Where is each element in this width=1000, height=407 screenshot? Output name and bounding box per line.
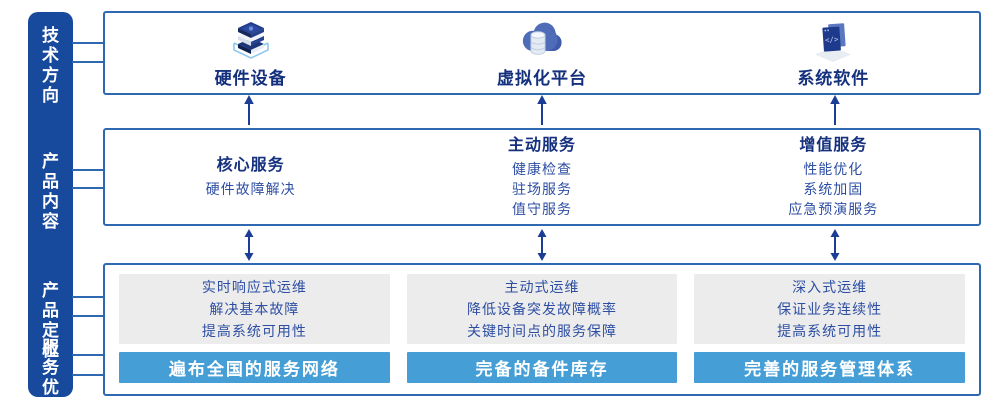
connector-line xyxy=(72,374,104,376)
tech-item-virtualization: 虚拟化平台 xyxy=(396,13,687,93)
arrow-double-vertical-icon xyxy=(688,229,981,261)
tech-direction-box: 硬件设备 虚拟化平台 </> xyxy=(103,11,981,95)
sidebar-label-service-advantage: 服务 优势 xyxy=(42,338,64,407)
tech-item-label: 系统软件 xyxy=(797,69,870,88)
service-item: 性能优化 xyxy=(803,160,864,177)
connector-line xyxy=(72,354,104,356)
arrow-double-vertical-icon xyxy=(103,229,396,261)
service-item: 硬件故障解决 xyxy=(205,180,296,197)
tech-item-hardware: 硬件设备 xyxy=(105,13,396,93)
positioning-panel: 深入式运维 保证业务连续性 提高系统可用性 xyxy=(694,274,966,344)
connector-line xyxy=(72,61,104,63)
tech-item-software: </> 系统软件 xyxy=(688,13,979,93)
server-stack-icon xyxy=(232,22,269,59)
service-title: 核心服务 xyxy=(216,156,285,174)
sidebar-label-product-position: 产品 定位 xyxy=(42,281,64,360)
positioning-column-deep: 深入式运维 保证业务连续性 提高系统可用性 完善的服务管理体系 xyxy=(694,274,966,383)
connector-line xyxy=(72,169,104,171)
arrow-up-icon xyxy=(396,95,689,126)
service-item: 驻场服务 xyxy=(511,180,572,197)
product-content-box: 核心服务 硬件故障解决 主动服务 健康检查 驻场服务 值守服务 增值服务 性能优… xyxy=(103,128,981,226)
tech-item-label: 虚拟化平台 xyxy=(496,69,587,88)
svg-text:</>: </> xyxy=(825,35,840,45)
cloud-database-icon xyxy=(522,22,562,55)
connector-line xyxy=(72,187,104,189)
sidebar-label-product-content: 产品 内容 xyxy=(42,152,64,231)
positioning-column-proactive: 主动式运维 降低设备突发故障概率 关键时间点的服务保障 完备的备件库存 xyxy=(406,274,678,383)
service-column-value-added: 增值服务 性能优化 系统加固 应急预演服务 xyxy=(688,130,979,224)
service-item: 值守服务 xyxy=(511,200,572,217)
positioning-advantage-box: 实时响应式运维 解决基本故障 提高系统可用性 遍布全国的服务网络 主动式运维 降… xyxy=(103,263,981,396)
service-item: 系统加固 xyxy=(803,180,864,197)
positioning-panel: 实时响应式运维 解决基本故障 提高系统可用性 xyxy=(119,274,390,344)
service-item: 健康检查 xyxy=(511,160,572,177)
code-window-icon: </> xyxy=(815,23,852,62)
service-title: 主动服务 xyxy=(507,136,576,154)
tech-item-label: 硬件设备 xyxy=(214,69,287,88)
positioning-column-realtime: 实时响应式运维 解决基本故障 提高系统可用性 遍布全国的服务网络 xyxy=(119,274,390,383)
arrow-up-icon xyxy=(103,95,396,126)
connector-line xyxy=(72,315,104,317)
service-column-proactive: 主动服务 健康检查 驻场服务 值守服务 xyxy=(396,130,687,224)
service-item: 应急预演服务 xyxy=(788,200,879,217)
service-column-core: 核心服务 硬件故障解决 xyxy=(105,130,396,224)
category-sidebar: 技术 方向 产品 内容 产品 定位 服务 优势 xyxy=(28,12,73,407)
sidebar-label-tech-direction: 技术 方向 xyxy=(42,26,64,105)
arrow-row-top xyxy=(103,95,981,126)
arrow-up-icon xyxy=(688,95,981,126)
arrow-row-bottom xyxy=(103,229,981,261)
advantage-bar: 完备的备件库存 xyxy=(406,352,678,383)
service-title: 增值服务 xyxy=(799,136,868,154)
connector-line xyxy=(72,296,104,298)
advantage-bar: 遍布全国的服务网络 xyxy=(119,352,390,383)
connector-line xyxy=(72,42,104,44)
positioning-panel: 主动式运维 降低设备突发故障概率 关键时间点的服务保障 xyxy=(406,274,678,344)
arrow-double-vertical-icon xyxy=(396,229,689,261)
advantage-bar: 完善的服务管理体系 xyxy=(694,352,966,383)
